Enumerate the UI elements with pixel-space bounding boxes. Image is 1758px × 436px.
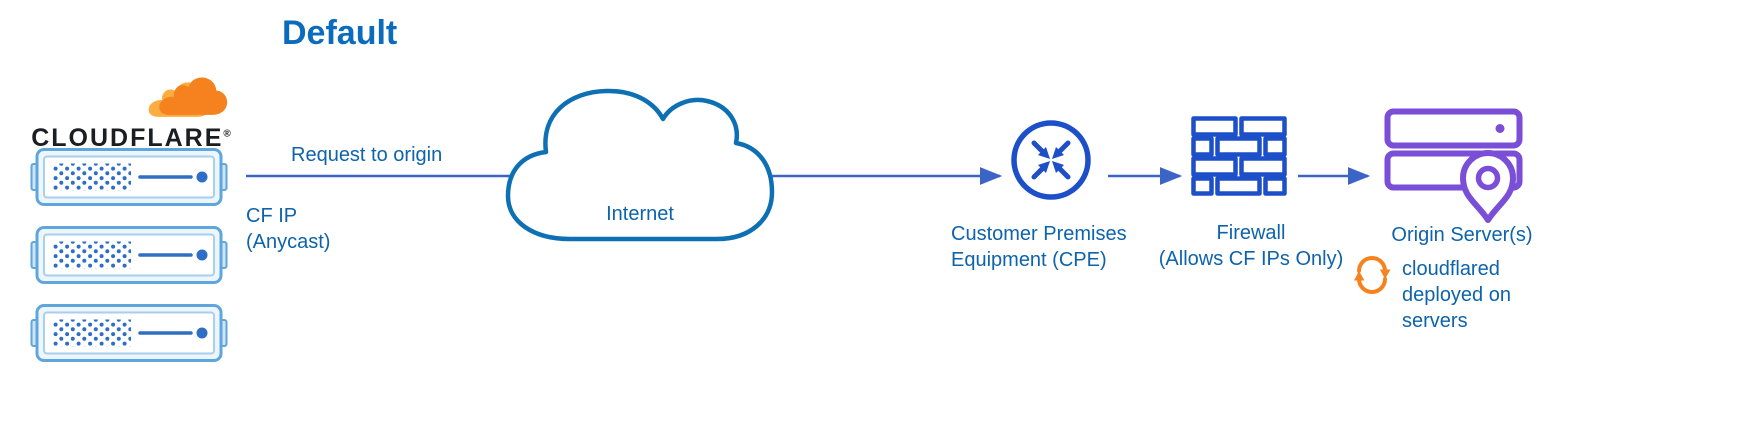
edge-server-icon [30,303,228,363]
edge-server-icon [30,225,228,285]
location-pin-icon [1460,150,1516,223]
cloudflared-sync-icon [1354,256,1391,294]
cloudflare-logo: CLOUDFLARE® [28,70,234,156]
cpe-icon [1011,120,1091,200]
diagram-title: Default [282,14,398,52]
internet-label: Internet [606,203,674,225]
edge-server-icon [30,147,228,207]
origin-servers-label: Origin Server(s) [1391,224,1533,246]
origin-servers-icon [1384,108,1523,223]
firewall-icon [1191,116,1287,196]
request-to-origin-label: Request to origin [291,144,443,166]
cloudflared-label: cloudflared deployed on servers [1402,258,1511,332]
cpe-label: Customer Premises Equipment (CPE) [951,223,1127,271]
cloudflare-cloud-icon [148,77,228,117]
firewall-label: Firewall (Allows CF IPs Only) [1158,222,1344,270]
cloudflare-wordmark: CLOUDFLARE [31,124,224,152]
cf-ip-anycast-label: CF IP (Anycast) [246,205,331,253]
registered-mark: ® [223,128,231,140]
converging-arrows-icon [1031,140,1071,180]
cloudflare-logo-text: CLOUDFLARE® [28,124,234,153]
internet-cloud-shape [505,88,775,242]
